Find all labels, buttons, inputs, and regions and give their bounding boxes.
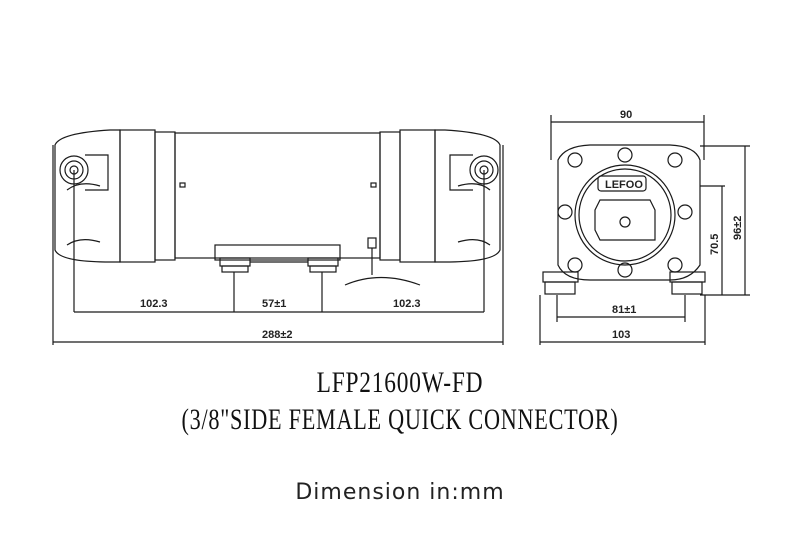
dim-port-height: 70.5 [709, 234, 721, 255]
dim-top-width: 90 [620, 109, 632, 121]
units-note: Dimension in:mm [295, 480, 505, 505]
model-title: LFP21600W-FD [316, 366, 484, 399]
connector-subtitle: (3/8"SIDE FEMALE QUICK CONNECTOR) [181, 403, 619, 436]
dim-height: 96±2 [732, 216, 744, 240]
dim-base-width: 103 [612, 329, 630, 341]
dim-middle-segment: 57±1 [262, 298, 286, 310]
dim-overall-length: 288±2 [262, 329, 293, 341]
brand-label: LEFOO [605, 179, 643, 191]
dim-right-segment: 102.3 [393, 298, 421, 310]
dim-foot-spacing: 81±1 [612, 304, 636, 316]
end-view [539, 115, 750, 345]
side-view [52, 129, 504, 345]
dim-left-segment: 102.3 [140, 298, 168, 310]
